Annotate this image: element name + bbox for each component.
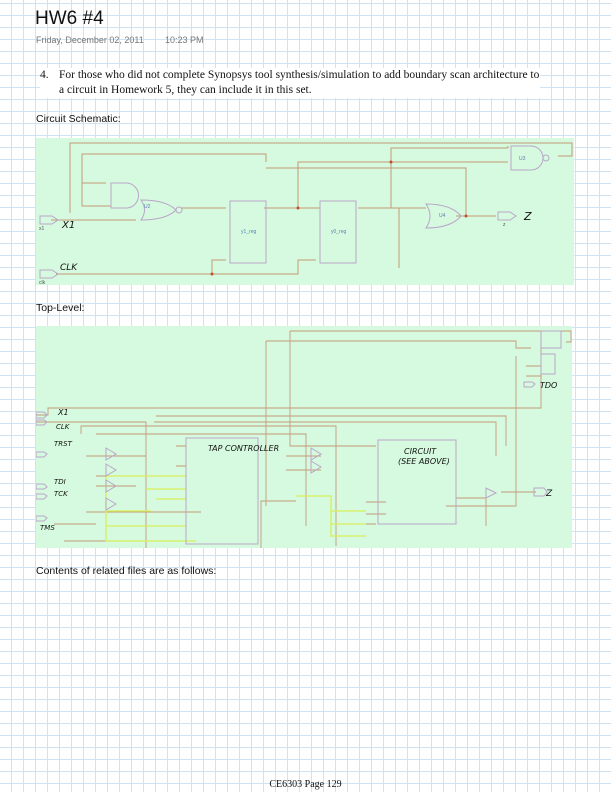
- page-time: 10:23 PM: [165, 35, 204, 45]
- handwritten-clk: CLK: [56, 423, 71, 431]
- register-y0: [319, 200, 357, 264]
- port-label-clk: clk: [39, 280, 46, 285]
- tdo-buffer-block: [540, 353, 556, 375]
- port-z: [497, 211, 517, 221]
- wire-feedback-top: [69, 142, 573, 213]
- handwritten-z: Z: [545, 489, 553, 499]
- schematic-diagram: y1_reg y0_reg U2 U4 U3 x1 clk z X1 CLK Z: [39, 142, 573, 286]
- gate-u2-nor: [140, 199, 177, 221]
- page-title: HW6 #4: [35, 8, 104, 29]
- top-level-image: X1 CLK TRST TDI TCK TMS TDO Z TAP CONTRO…: [35, 326, 572, 551]
- wire-feedback-2: [81, 153, 267, 183]
- label-y1-reg: y1_reg: [241, 229, 257, 235]
- handwritten-x1: X1: [57, 408, 69, 417]
- register-y1: [229, 200, 267, 264]
- top-level-diagram: X1 CLK TRST TDI TCK TMS TDO Z TAP CONTRO…: [35, 330, 572, 551]
- handwritten-tms: TMS: [40, 524, 55, 532]
- handwritten-circuit-label-1: CIRCUIT: [404, 447, 437, 456]
- handwritten-trst: TRST: [54, 440, 73, 448]
- handwritten-tap-label: TAP CONTROLLER: [208, 444, 279, 453]
- handwritten-tdi: TDI: [54, 478, 66, 486]
- problem-number: 4.: [40, 69, 49, 81]
- label-u4: U4: [439, 213, 446, 219]
- page-footer: CE6303 Page 129: [269, 779, 342, 790]
- tap-controller-block: [185, 437, 259, 545]
- problem-statement: 4. For those who did not complete Synops…: [40, 68, 540, 98]
- handwritten-x1: X1: [61, 220, 75, 231]
- handwritten-circuit-label-2: (SEE ABOVE): [398, 457, 450, 466]
- handwritten-clk: CLK: [60, 263, 78, 273]
- gate-u3-nand: [510, 145, 544, 171]
- label-u3: U3: [519, 156, 526, 162]
- problem-text: For those who did not complete Synopsys …: [59, 69, 540, 96]
- handwritten-tck: TCK: [54, 490, 69, 498]
- handwritten-tdo: TDO: [540, 381, 557, 390]
- page-date: Friday, December 02, 2011: [36, 35, 144, 45]
- section-top-level: Top-Level:: [36, 302, 85, 314]
- wire-clk: [56, 259, 316, 275]
- gate-u2-and: [110, 182, 139, 209]
- port-x1: [39, 215, 59, 225]
- label-u2: U2: [144, 204, 151, 210]
- gate-u4-or: [425, 203, 462, 229]
- tdo-mux-block: [540, 330, 562, 349]
- label-y0-reg: y0_reg: [331, 229, 347, 235]
- port-clk: [39, 269, 59, 279]
- port-label-z: z: [503, 222, 506, 228]
- handwritten-z: Z: [523, 210, 532, 223]
- circuit-block: [377, 439, 457, 525]
- section-circuit-schematic: Circuit Schematic:: [36, 113, 121, 125]
- circuit-schematic-image: y1_reg y0_reg U2 U4 U3 x1 clk z X1 CLK Z: [36, 138, 574, 286]
- port-label-x1: x1: [39, 226, 45, 232]
- section-related-files: Contents of related files are as follows…: [36, 565, 217, 577]
